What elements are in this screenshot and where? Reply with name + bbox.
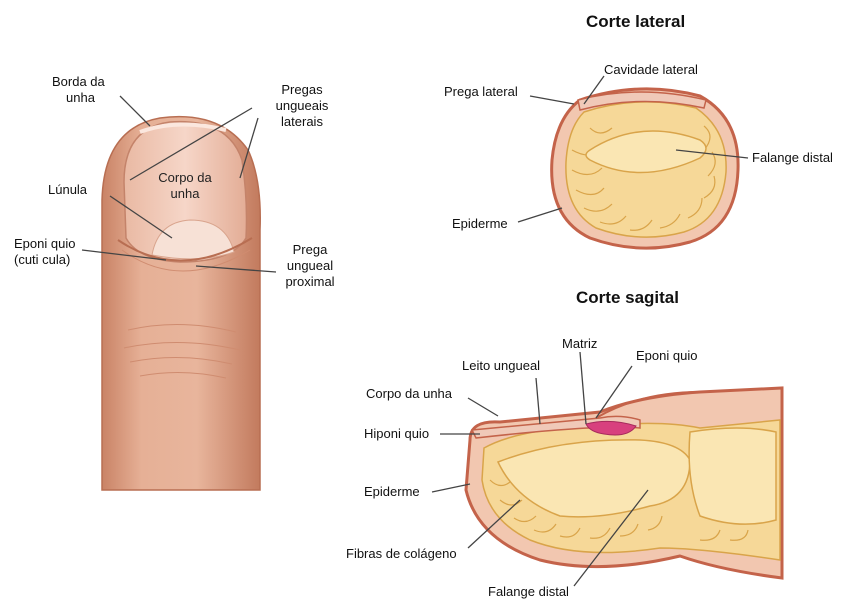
label-prega-lateral: Prega lateral bbox=[444, 84, 518, 100]
label-borda-da-unha: Borda da unha bbox=[52, 74, 105, 106]
sagittal-section-view bbox=[466, 388, 782, 578]
label-prega-proximal-line2: ungueal bbox=[278, 258, 342, 274]
label-fibras-de-colageno: Fibras de colágeno bbox=[346, 546, 457, 562]
label-prega-ungueal-proximal: Prega ungueal proximal bbox=[278, 242, 342, 290]
label-eponiquio-sagital: Eponi quio bbox=[636, 348, 697, 364]
label-cavidade-lateral: Cavidade lateral bbox=[604, 62, 698, 78]
label-pregas-ungueais-laterais: Pregas ungueais laterais bbox=[268, 82, 336, 130]
label-falange-distal-sagital: Falange distal bbox=[488, 584, 569, 600]
label-eponiquio-cuticula: Eponi quio (cuti cula) bbox=[14, 236, 75, 268]
label-matriz: Matriz bbox=[562, 336, 597, 352]
title-corte-sagital: Corte sagital bbox=[576, 288, 679, 308]
label-pregas-line3: laterais bbox=[268, 114, 336, 130]
label-lunula: Lúnula bbox=[48, 182, 87, 198]
label-leito-ungueal: Leito ungueal bbox=[462, 358, 540, 374]
label-borda-line1: Borda da bbox=[52, 74, 105, 90]
label-corpo-da-unha-sagital: Corpo da unha bbox=[366, 386, 452, 402]
label-prega-proximal-line3: proximal bbox=[278, 274, 342, 290]
label-eponiquio-line2: (cuti cula) bbox=[14, 252, 75, 268]
title-corte-lateral: Corte lateral bbox=[586, 12, 685, 32]
label-borda-line2: unha bbox=[52, 90, 105, 106]
label-epiderme-lateral: Epiderme bbox=[452, 216, 508, 232]
label-corpo-line2: unha bbox=[152, 186, 218, 202]
label-pregas-line2: ungueais bbox=[268, 98, 336, 114]
label-prega-proximal-line1: Prega bbox=[278, 242, 342, 258]
label-pregas-line1: Pregas bbox=[268, 82, 336, 98]
label-hiponiquio: Hiponi quio bbox=[364, 426, 429, 442]
label-eponiquio-line1: Eponi quio bbox=[14, 236, 75, 252]
label-epiderme-sagital: Epiderme bbox=[364, 484, 420, 500]
label-corpo-line1: Corpo da bbox=[152, 170, 218, 186]
label-corpo-da-unha: Corpo da unha bbox=[152, 170, 218, 202]
label-falange-distal-lateral: Falange distal bbox=[752, 150, 833, 166]
lateral-section-view bbox=[552, 89, 738, 248]
